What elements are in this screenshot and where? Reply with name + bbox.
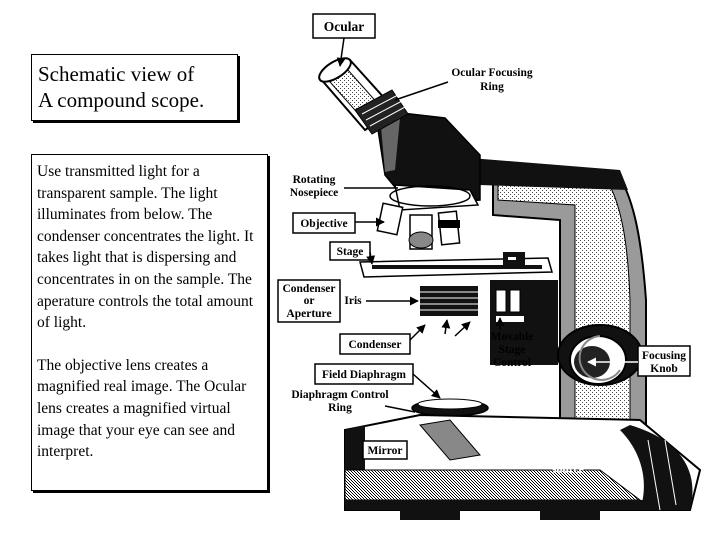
stage-top [372,265,542,269]
label-diaphragm-control-ring-2: Ring [328,402,352,414]
label-light-source-1: Built in [549,438,586,450]
description-paragraph-2: The objective lens creates a magnified r… [37,356,247,461]
description-box: Use transmitted light for a transparent … [31,154,268,491]
label-condenser: Condenser [348,339,401,351]
label-stage: Stage [337,246,364,258]
base [344,413,702,520]
label-ocular: Ocular [324,19,365,34]
microscope-head [374,109,481,206]
title-line-1: Schematic view of [38,62,195,86]
title-box: Schematic view of A compound scope. [31,54,238,121]
label-ocular-focusing-ring-1: Ocular Focusing [451,67,533,79]
label-rotating-nosepiece-1: Rotating [293,174,336,186]
label-movable-stage-control-3: Control [493,357,531,369]
label-iris: Iris [344,295,362,307]
label-condenser-aperture-3: Aperture [286,308,331,320]
objectives [376,202,461,250]
label-diaphragm-control-ring-1: Diaphragm Control [291,389,388,401]
label-focusing-knob-2: Knob [650,363,678,375]
label-field-diaphragm: Field Diaphragm [322,369,406,381]
label-movable-stage-control-2: Stage [499,344,526,356]
label-mirror: Mirror [368,445,403,457]
nosepiece-ring [389,185,471,207]
label-condenser-aperture-2: or [304,295,315,307]
label-rotating-nosepiece-2: Nosepiece [290,187,339,199]
label-ocular-focusing-ring-2: Ring [480,81,504,93]
head-highlight [380,115,400,172]
arm-top-band [470,158,628,190]
microscope-diagram: Ocular Ocular Focusing Ring Rotating Nos… [277,13,702,520]
label-light-source-3: Source [550,464,584,476]
labels: Ocular Ocular Focusing Ring Rotating Nos… [277,13,691,476]
focusing-knob [557,324,643,386]
microscope-body [318,57,702,520]
label-movable-stage-control-1: Movable [491,331,534,343]
ocular-tube [318,57,409,135]
label-condenser-aperture-1: Condenser [282,283,335,295]
title-line-2: A compound scope. [38,88,205,112]
stage-clip-mark [508,257,516,260]
condenser-body [420,286,478,316]
label-objective: Objective [300,218,347,230]
description-paragraph-1: Use transmitted light for a transparent … [37,163,254,332]
label-light-source-2: Light [554,451,581,463]
label-focusing-knob-1: Focusing [642,350,686,362]
